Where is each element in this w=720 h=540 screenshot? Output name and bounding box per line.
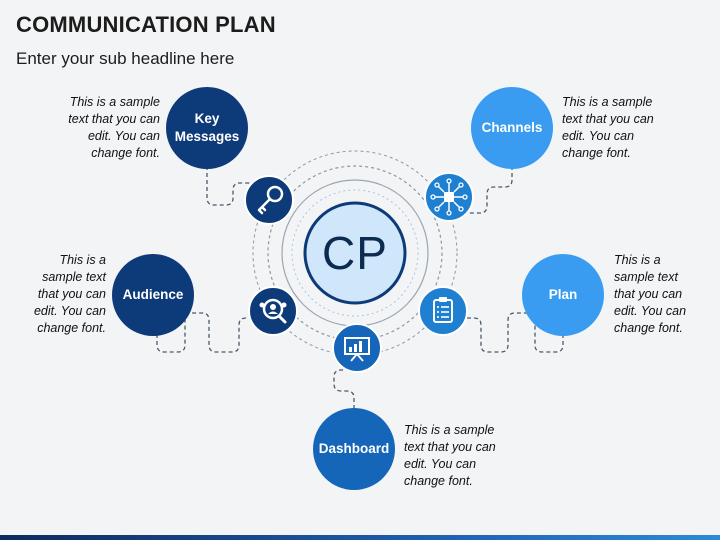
note-key-messages: This is a sample text that you can edit.… <box>68 95 160 160</box>
node-circle-audience <box>112 254 194 336</box>
key-icon <box>244 175 294 225</box>
connector-lines <box>156 166 564 409</box>
presentation-chart-icon <box>332 323 382 373</box>
note-channels: This is a sample text that you can edit.… <box>562 95 654 160</box>
connector-plan <box>466 312 564 353</box>
note-plan: This is a sample text that you can edit.… <box>614 253 687 335</box>
node-label-channels: Channels <box>481 120 543 136</box>
center-rings <box>252 150 458 356</box>
center-label: CP <box>322 227 388 279</box>
connector-dashboard <box>333 369 355 409</box>
node-circle-plan <box>522 254 604 336</box>
note-audience: This is a sample text that you can edit.… <box>33 253 106 335</box>
connector-audience <box>156 312 253 353</box>
center-circle <box>303 201 407 305</box>
node-circle-key-messages <box>166 87 248 169</box>
network-icon <box>424 172 474 222</box>
bottom-accent-bar <box>0 535 720 540</box>
page-title: COMMUNICATION PLAN <box>16 12 276 37</box>
node-circle-dashboard <box>313 408 395 490</box>
node-label-key-messages: Key Messages <box>174 111 240 144</box>
node-label-audience: Audience <box>122 287 184 303</box>
page-subtitle: Enter your sub headline here <box>16 49 235 68</box>
node-label-plan: Plan <box>548 287 578 303</box>
connector-key-messages <box>206 166 256 206</box>
node-circle-channels <box>471 87 553 169</box>
checklist-icon <box>418 286 468 336</box>
audience-search-icon <box>248 286 298 336</box>
node-label-dashboard: Dashboard <box>318 441 390 457</box>
note-dashboard: This is a sample text that you can edit.… <box>404 423 496 488</box>
connector-channels <box>462 166 513 214</box>
